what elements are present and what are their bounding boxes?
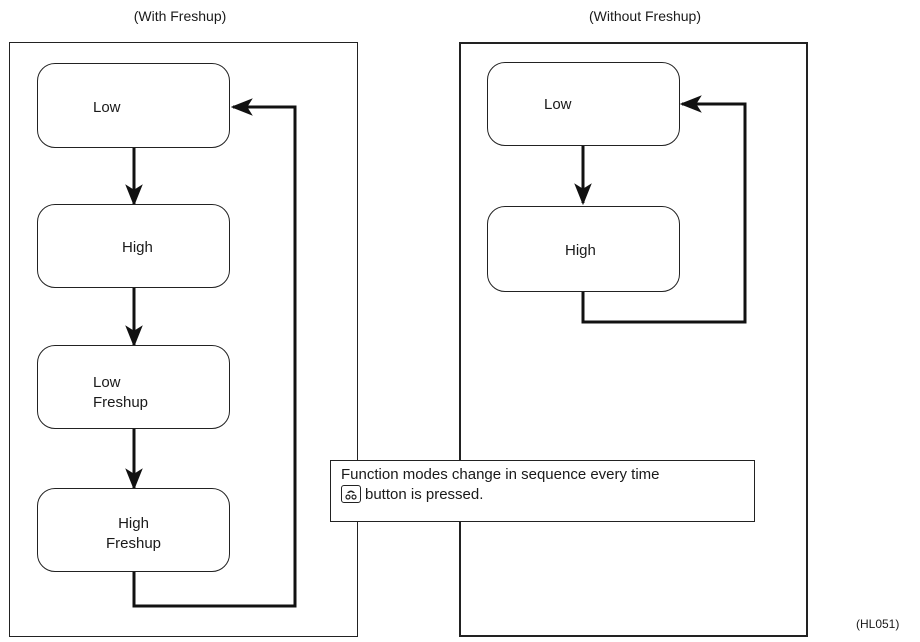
node-label: Freshup	[105, 535, 162, 553]
panel-title-with-freshup: (With Freshup)	[133, 8, 227, 24]
node-label: High	[122, 239, 153, 256]
node-low-freshup: Low Freshup	[37, 345, 230, 429]
node-label: Low	[544, 96, 572, 113]
fan-mode-button-icon	[341, 484, 361, 503]
return-loop-with-freshup	[132, 98, 297, 608]
node-label: Low	[93, 99, 121, 116]
panel-with-freshup	[9, 42, 358, 637]
callout-line-2: button is pressed.	[341, 484, 744, 505]
callout-line-1: Function modes change in sequence every …	[341, 466, 660, 483]
figure-code: (HL051)	[856, 617, 900, 631]
node-low-without: Low	[487, 62, 680, 146]
panel-without-freshup	[459, 42, 808, 637]
panel-title-without-freshup: (Without Freshup)	[588, 8, 702, 24]
node-label: Freshup	[93, 394, 149, 412]
node-high: High	[37, 204, 230, 288]
node-label: High	[118, 515, 149, 532]
callout-line-2-text: button is pressed.	[365, 485, 484, 503]
node-high-freshup: High Freshup	[37, 488, 230, 572]
node-label: High	[565, 242, 596, 259]
return-loop-without-freshup	[581, 95, 747, 324]
node-high-without: High	[487, 206, 680, 292]
instruction-callout: Function modes change in sequence every …	[330, 460, 755, 522]
node-label: Low	[93, 374, 121, 391]
node-low: Low	[37, 63, 230, 148]
